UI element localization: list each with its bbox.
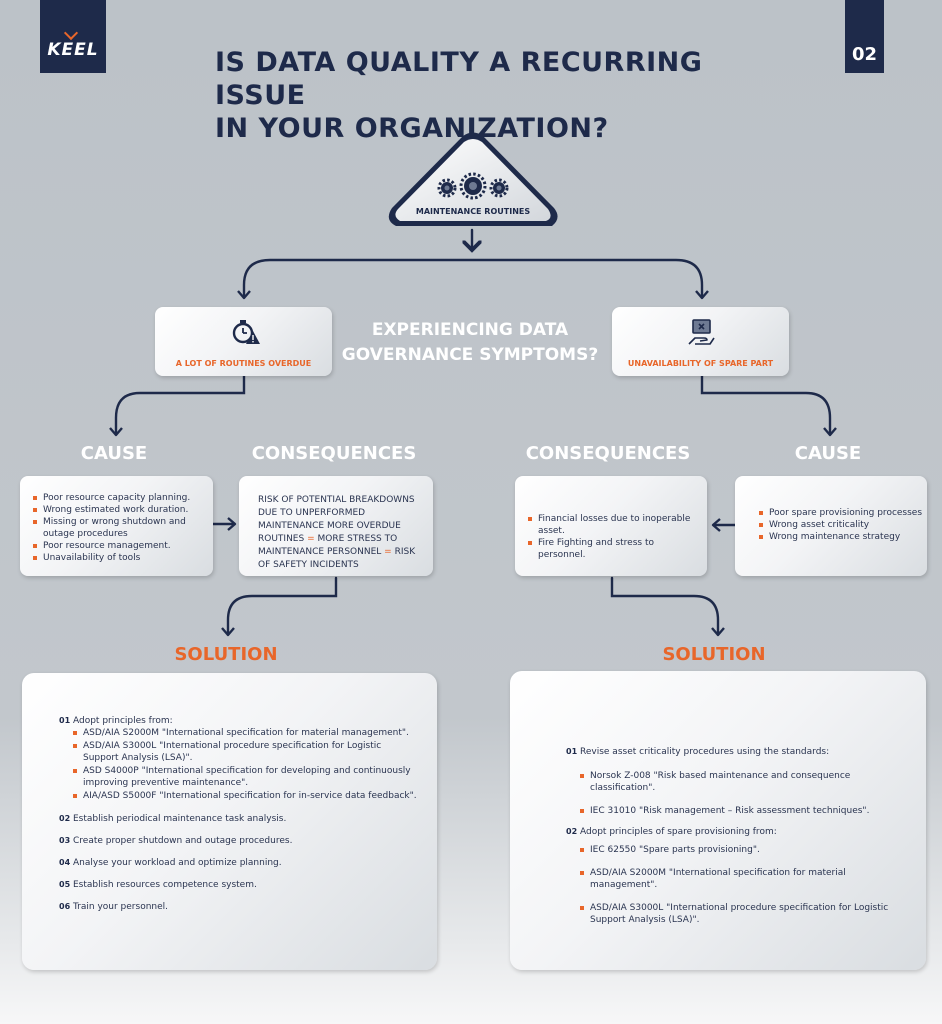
symptom-label-overdue: A LOT OF ROUTINES OVERDUE bbox=[175, 359, 312, 368]
heading-left-solution: SOLUTION bbox=[174, 644, 278, 665]
list-item: ASD/AIA S3000L "International procedure … bbox=[580, 902, 906, 926]
solution-number: 02 bbox=[566, 827, 578, 836]
left-cause-list: Poor resource capacity planning. Wrong e… bbox=[33, 492, 205, 564]
list-item: ASD/AIA S2000M "International specificat… bbox=[580, 867, 906, 891]
solution-number: 03 bbox=[59, 836, 71, 845]
consequence-separator: = bbox=[307, 534, 315, 544]
right-cause-list: Poor spare provisioning processes Wrong … bbox=[759, 507, 924, 543]
page-number: 02 bbox=[851, 44, 878, 65]
page-title: IS DATA QUALITY A RECURRING ISSUE IN YOU… bbox=[215, 46, 775, 145]
right-consequences-list: Financial losses due to inoperable asset… bbox=[528, 513, 700, 561]
consequence-part-3: RISK OF SAFETY INCIDENTS bbox=[258, 547, 416, 570]
connector-to-right-cause bbox=[700, 374, 832, 435]
solution-item: 01 Revise asset criticality procedures u… bbox=[566, 746, 906, 817]
list-item: IEC 31010 "Risk management – Risk assess… bbox=[580, 805, 906, 817]
logo: KEEL bbox=[47, 40, 99, 60]
left-consequences-text: RISK OF POTENTIAL BREAKDOWNS DUE TO UNPE… bbox=[258, 494, 426, 572]
list-item: Unavailability of tools bbox=[33, 552, 205, 564]
list-item: Missing or wrong shutdown and outage pro… bbox=[33, 516, 205, 540]
solution-number: 01 bbox=[566, 747, 578, 756]
list-item: Wrong estimated work duration. bbox=[33, 504, 205, 516]
logo-tab: KEEL bbox=[40, 0, 106, 73]
solution-item: 03 Create proper shutdown and outage pro… bbox=[59, 835, 419, 847]
solution-text: Analyse your workload and optimize plann… bbox=[73, 858, 282, 868]
right-solution-list: 01 Revise asset criticality procedures u… bbox=[566, 746, 906, 927]
solution-text: Train your personnel. bbox=[73, 902, 169, 912]
consequence-part-2: MORE STRESS TO MAINTENANCE PERSONNEL bbox=[258, 534, 398, 557]
list-item: Fire Fighting and stress to personnel. bbox=[528, 537, 700, 561]
heading-right-solution: SOLUTION bbox=[662, 644, 766, 665]
solution-text: Establish periodical maintenance task an… bbox=[73, 814, 287, 824]
solution-sub-list: Norsok Z-008 "Risk based maintenance and… bbox=[580, 770, 906, 817]
title-line-2: IN YOUR ORGANIZATION? bbox=[215, 113, 609, 144]
right-solution-card: 01 Revise asset criticality procedures u… bbox=[510, 671, 926, 970]
solution-text: Adopt principles from: bbox=[73, 716, 173, 726]
symptom-card-spare-part: UNAVAILABILITY OF SPARE PART bbox=[612, 307, 789, 376]
solution-sub-list: ASD/AIA S2000M "International specificat… bbox=[73, 727, 419, 802]
heading-left-consequences: CONSEQUENCES bbox=[251, 443, 417, 464]
left-solution-list: 01 Adopt principles from: ASD/AIA S2000M… bbox=[59, 715, 419, 913]
symptom-card-overdue: A LOT OF ROUTINES OVERDUE bbox=[155, 307, 332, 376]
solution-text: Adopt principles of spare provisioning f… bbox=[580, 827, 777, 837]
box-hand-icon bbox=[688, 319, 715, 345]
left-consequences-card: RISK OF POTENTIAL BREAKDOWNS DUE TO UNPE… bbox=[239, 476, 433, 576]
maintenance-routines-label: MAINTENANCE ROUTINES bbox=[416, 207, 531, 216]
left-solution-card: 01 Adopt principles from: ASD/AIA S2000M… bbox=[22, 673, 437, 970]
list-item: Poor spare provisioning processes bbox=[759, 507, 924, 519]
maintenance-routines-node: MAINTENANCE ROUTINES bbox=[388, 132, 558, 226]
list-item: IEC 62550 "Spare parts provisioning". bbox=[580, 844, 906, 856]
right-consequences-card: Financial losses due to inoperable asset… bbox=[515, 476, 707, 576]
title-line-1: IS DATA QUALITY A RECURRING ISSUE bbox=[215, 47, 703, 111]
solution-number: 05 bbox=[59, 880, 71, 889]
center-question: EXPERIENCING DATA GOVERNANCE SYMPTOMS? bbox=[330, 318, 610, 368]
solution-number: 01 bbox=[59, 716, 71, 725]
solution-number: 02 bbox=[59, 814, 71, 823]
consequence-part-1: RISK OF POTENTIAL BREAKDOWNS DUE TO UNPE… bbox=[258, 495, 415, 544]
list-item: Wrong maintenance strategy bbox=[759, 531, 924, 543]
heading-left-cause: CAUSE bbox=[80, 443, 148, 464]
solution-item: 02 Adopt principles of spare provisionin… bbox=[566, 826, 906, 926]
list-item: ASD/AIA S2000M "International specificat… bbox=[73, 727, 419, 739]
consequence-separator: = bbox=[384, 547, 392, 557]
center-question-line-2: GOVERNANCE SYMPTOMS? bbox=[341, 345, 599, 365]
connector-to-left-cause bbox=[114, 374, 246, 435]
list-item: Norsok Z-008 "Risk based maintenance and… bbox=[580, 770, 906, 794]
list-item: Poor resource management. bbox=[33, 540, 205, 552]
center-question-line-1: EXPERIENCING DATA bbox=[371, 320, 569, 340]
solution-item: 06 Train your personnel. bbox=[59, 901, 419, 913]
connector-right-cons-to-solution bbox=[610, 576, 720, 635]
left-cause-card: Poor resource capacity planning. Wrong e… bbox=[20, 476, 213, 576]
right-cause-card: Poor spare provisioning processes Wrong … bbox=[735, 476, 927, 576]
list-item: Wrong asset criticality bbox=[759, 519, 924, 531]
solution-text: Establish resources competence system. bbox=[73, 880, 257, 890]
connector-left-cons-to-solution bbox=[226, 576, 338, 635]
solution-number: 06 bbox=[59, 902, 71, 911]
heading-right-cause: CAUSE bbox=[794, 443, 862, 464]
list-item: Poor resource capacity planning. bbox=[33, 492, 205, 504]
solution-item: 02 Establish periodical maintenance task… bbox=[59, 813, 419, 825]
solution-sub-list: IEC 62550 "Spare parts provisioning". AS… bbox=[580, 844, 906, 926]
symptom-label-spare-part: UNAVAILABILITY OF SPARE PART bbox=[627, 359, 774, 368]
list-item: AIA/ASD S5000F "International specificat… bbox=[73, 790, 419, 802]
list-item: ASD S4000P "International specification … bbox=[73, 765, 419, 789]
connector-top-split bbox=[242, 258, 704, 298]
solution-text: Create proper shutdown and outage proced… bbox=[73, 836, 293, 846]
list-item: Financial losses due to inoperable asset… bbox=[528, 513, 700, 537]
heading-right-consequences: CONSEQUENCES bbox=[525, 443, 691, 464]
solution-number: 04 bbox=[59, 858, 71, 867]
solution-item: 01 Adopt principles from: ASD/AIA S2000M… bbox=[59, 715, 419, 802]
stopwatch-warning-icon bbox=[232, 320, 260, 344]
solution-item: 05 Establish resources competence system… bbox=[59, 879, 419, 891]
page-number-tab: 02 bbox=[845, 0, 884, 73]
solution-text: Revise asset criticality procedures usin… bbox=[580, 747, 830, 757]
list-item: ASD/AIA S3000L "International procedure … bbox=[73, 740, 419, 764]
logo-check-icon bbox=[63, 25, 79, 41]
solution-item: 04 Analyse your workload and optimize pl… bbox=[59, 857, 419, 869]
